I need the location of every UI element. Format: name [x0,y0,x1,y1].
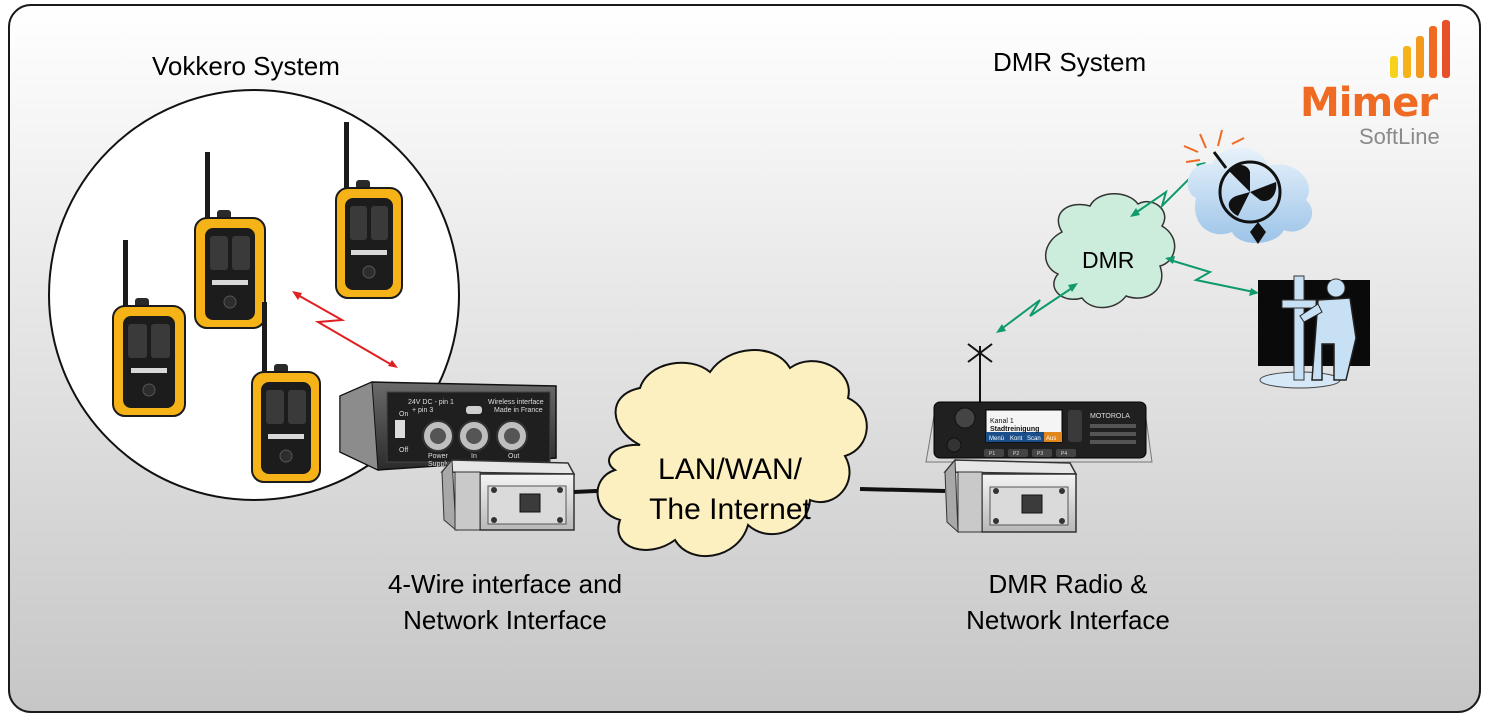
box-power-label: Power [428,453,449,460]
box-wireless-label: Wireless interface [488,399,544,406]
right-network-interface [943,458,1078,534]
dmr-system-title: DMR System [993,47,1147,77]
box-off-label: Off [399,447,408,454]
radio-display-line2: Stadtreinigung [990,426,1039,433]
left-caption-line2: Network Interface [403,605,607,635]
dmr-radio: Kanal 1 Stadtreinigung Menü Kont Scan Au… [925,343,1153,463]
box-power-spec: 24V DC - pin 1 [408,399,454,406]
four-wire-interface-box: 24V DC - pin 1 + pin 3 Wireless interfac… [339,381,557,471]
left-caption-line1: 4-Wire interface and [387,569,623,599]
radio-brand: MOTOROLA [1090,413,1130,420]
box-out-label: Out [508,453,519,460]
mimer-logo-subtitle: SoftLine [1359,124,1440,149]
walkie-talkie-4 [251,302,321,483]
radio-softkey-2: Kont [1010,436,1023,442]
radio-display-line1: Kanal 1 [990,418,1014,425]
walkie-talkie-2 [194,152,266,329]
mimer-logo-bars [1390,20,1450,78]
worker-clipart [1258,275,1370,389]
walkie-talkie-3 [335,122,403,299]
dmr-link-worker [1165,256,1259,296]
lan-wan-cloud [596,349,868,557]
lan-wan-cloud-label-line2: The Internet [649,493,811,526]
dmr-cloud [1044,193,1176,309]
box-on-label: On [399,411,408,418]
box-supply-label: Supply [428,461,450,468]
radio-key-p2: P2 [1013,451,1019,457]
storm-clipart [1183,129,1313,244]
right-caption-line2: Network Interface [966,605,1170,635]
radio-key-p1: P1 [989,451,995,457]
vokkero-radio-link [292,291,398,368]
box-power-spec-2: + pin 3 [412,407,433,414]
vokkero-system-title: Vokkero System [152,51,340,81]
left-network-interface [440,458,576,532]
box-made-label: Made in France [494,407,543,414]
radio-softkey-3: Scan [1027,436,1041,442]
mimer-logo-wordmark: Mimer [1300,80,1438,126]
radio-key-p3: P3 [1037,451,1043,457]
dmr-cloud-label: DMR [1082,247,1135,273]
box-in-label: In [471,453,477,460]
right-caption-line1: DMR Radio & [988,569,1148,599]
radio-softkey-1: Menü [989,436,1004,442]
dmr-link-radio [996,283,1078,333]
lan-wan-cloud-label-line1: LAN/WAN/ [658,453,802,486]
radio-key-p4: P4 [1061,451,1067,457]
walkie-talkie-1 [112,240,186,417]
right-network-cable [859,487,946,493]
radio-softkey-4: Aus [1046,436,1056,442]
